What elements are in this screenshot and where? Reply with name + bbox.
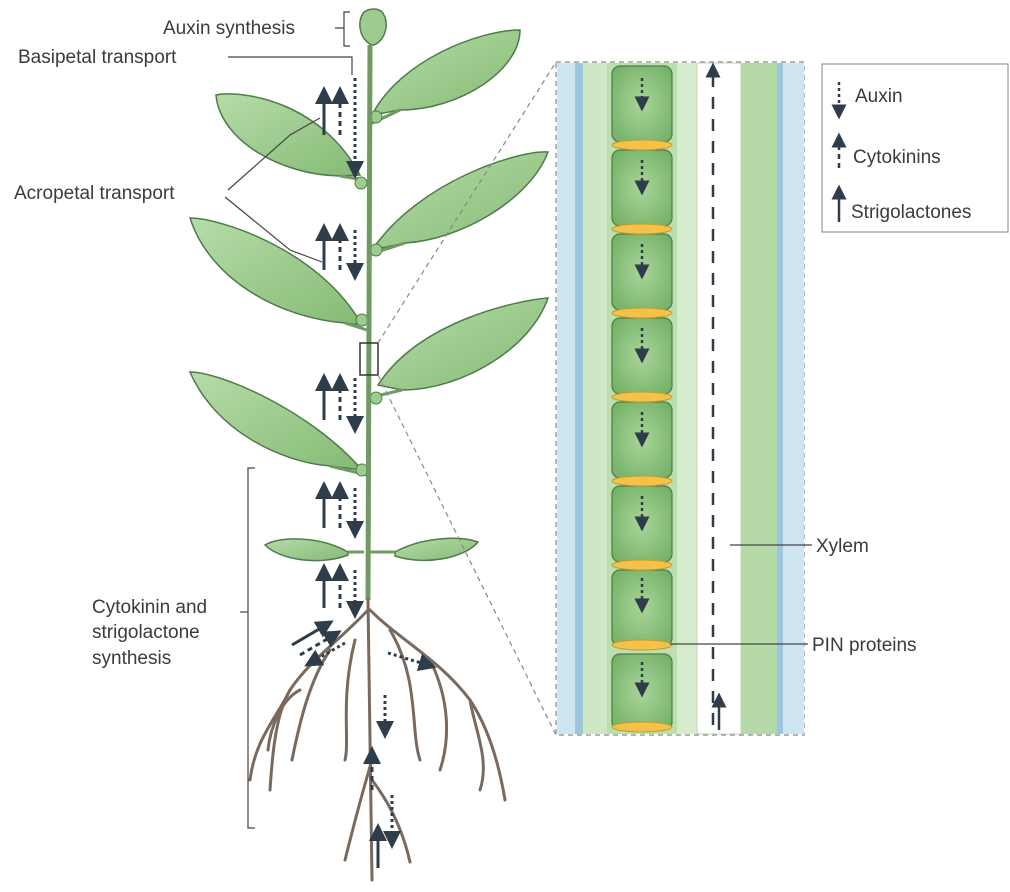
plant <box>190 9 548 880</box>
leaf-lower-right <box>378 298 548 390</box>
leaf-lower-left <box>190 372 362 470</box>
leaf-small-left <box>265 539 348 561</box>
synthesis-label-line3: synthesis <box>92 648 171 669</box>
leaf-small-right <box>395 538 478 560</box>
synthesis-label-line1: Cytokinin and <box>92 597 207 618</box>
arrow-group-5 <box>324 570 355 610</box>
acropetal-transport-label: Acropetal transport <box>14 183 175 204</box>
legend-auxin-label: Auxin <box>855 86 903 107</box>
arrow-group-2 <box>324 230 355 272</box>
pin-protein <box>612 308 672 318</box>
synthesis-label-line2: strigolactone <box>92 622 200 643</box>
arrow-group-4 <box>324 488 355 530</box>
cell <box>612 570 672 646</box>
pin-protein <box>612 722 672 732</box>
basipetal-transport-label: Basipetal transport <box>18 47 177 68</box>
legend: Auxin Cytokinins Strigolactones <box>822 64 1008 232</box>
pin-proteins-label: PIN proteins <box>812 635 917 656</box>
leaf-mid-left <box>190 218 362 325</box>
leaf-upper-left <box>216 94 360 176</box>
pin-protein <box>612 560 672 570</box>
magnified-stem-panel <box>556 62 804 735</box>
legend-cytokinins-label: Cytokinins <box>853 147 941 168</box>
pin-protein <box>612 140 672 150</box>
auxin-synthesis-label: Auxin synthesis <box>163 18 295 39</box>
leaf-top-right <box>372 30 520 115</box>
arrow-group-3 <box>324 378 355 425</box>
pin-protein <box>612 392 672 402</box>
pin-protein <box>612 640 672 650</box>
xylem-label: Xylem <box>816 536 869 557</box>
legend-strigolactones-label: Strigolactones <box>851 202 971 223</box>
leaf-mid-right <box>372 152 548 250</box>
cell <box>612 654 672 730</box>
pin-protein <box>612 224 672 234</box>
arrow-group-root-bottom <box>372 755 392 868</box>
apical-bud <box>360 9 386 45</box>
pin-protein <box>612 476 672 486</box>
stem <box>368 45 370 600</box>
